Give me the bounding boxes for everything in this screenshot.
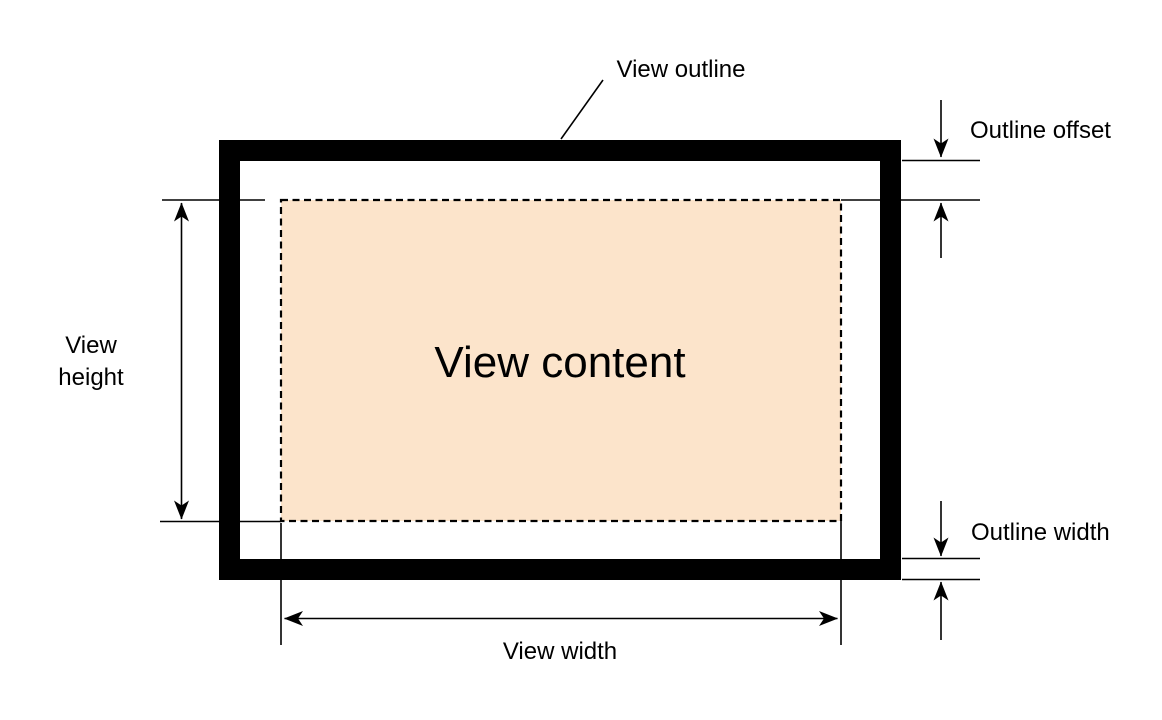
view-height-label-line1: View bbox=[65, 332, 117, 359]
view-height-label-line2: height bbox=[58, 364, 124, 391]
outline-width-dimension bbox=[902, 501, 980, 640]
view-content-rect bbox=[279, 198, 843, 523]
view-content-label: View content bbox=[434, 338, 685, 387]
outline-offset-label: Outline offset bbox=[970, 117, 1111, 144]
view-outline-label: View outline bbox=[617, 56, 746, 83]
view-outline-rect bbox=[219, 140, 901, 580]
outline-width-label: Outline width bbox=[971, 519, 1110, 546]
outline-offset-dimension bbox=[841, 100, 980, 258]
view-width-label: View width bbox=[503, 638, 617, 665]
view-outline-leader-line bbox=[560, 79, 604, 140]
view-width-dimension bbox=[280, 521, 842, 645]
